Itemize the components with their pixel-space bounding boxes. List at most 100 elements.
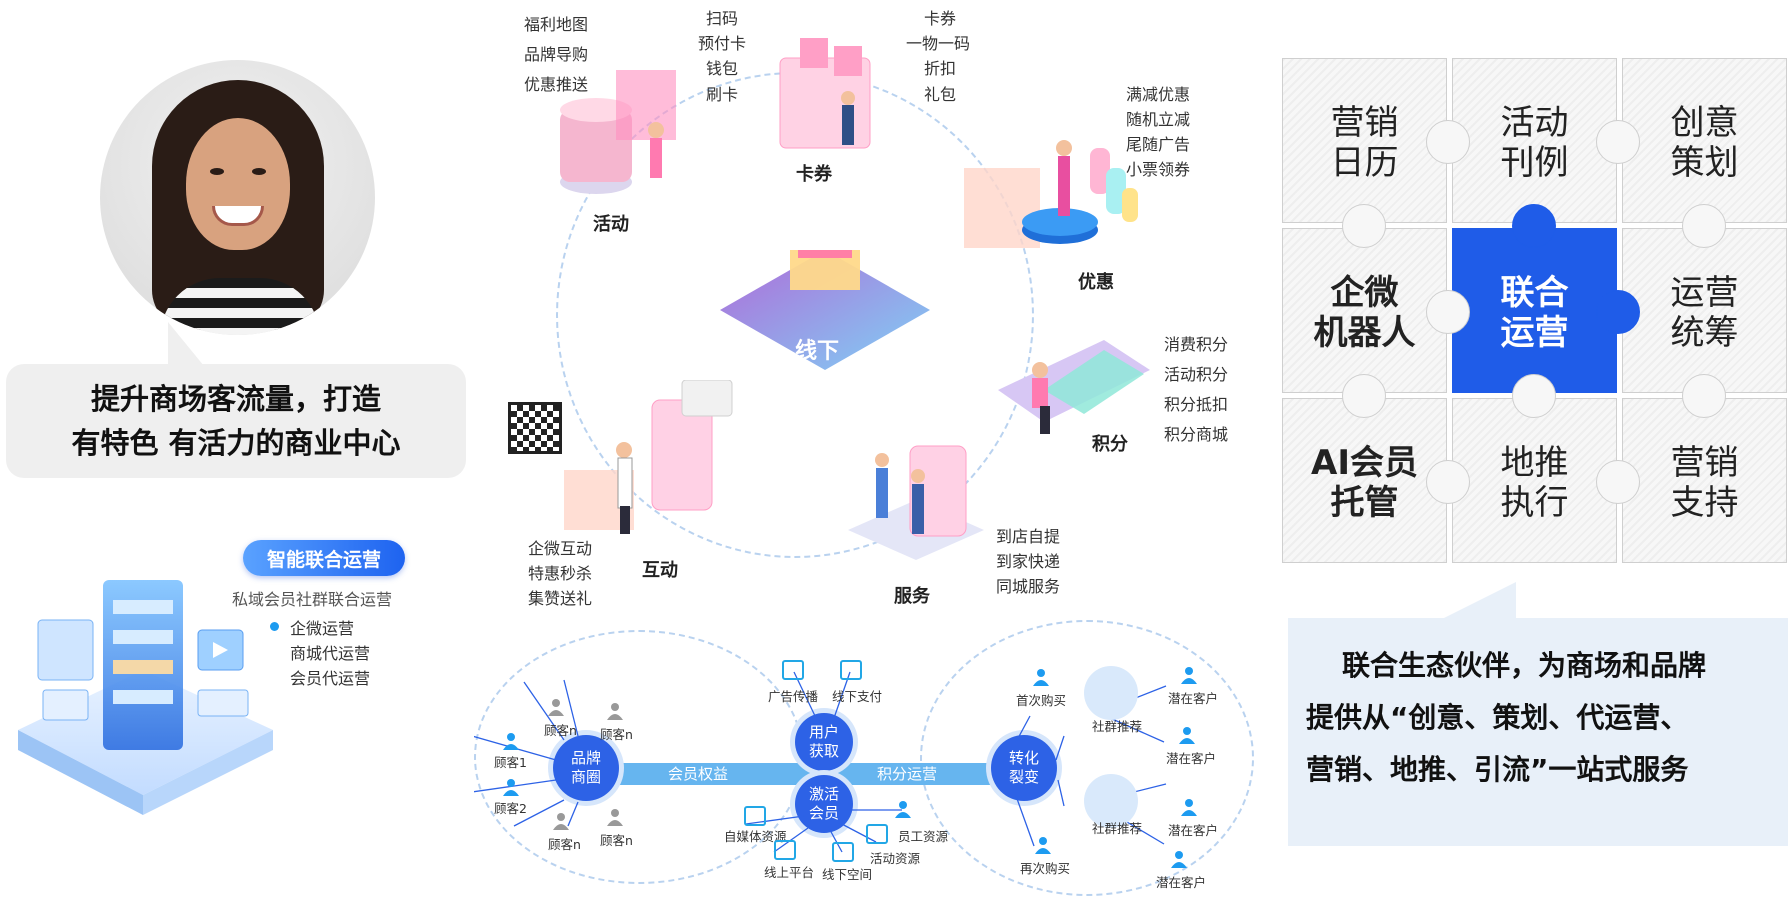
summary-line-1: 联合生态伙伴，为商场和品牌 bbox=[1342, 649, 1707, 682]
smart-ops-item: 商城代运营 bbox=[290, 644, 371, 663]
potential-customer-icon bbox=[1179, 727, 1195, 744]
activity-illustration bbox=[560, 70, 676, 194]
online-platform-icon bbox=[774, 840, 796, 860]
potential-customer-icon bbox=[1181, 667, 1197, 684]
puzzle-piece-ground-promotion: 地推执行 bbox=[1452, 398, 1617, 563]
puzzle-text: AI会员 bbox=[1311, 443, 1418, 483]
service-puzzle: 营销日历 活动刊例 创意策划 企微机器人 联合运营 运营统筹 AI会员托管 地推… bbox=[1282, 58, 1792, 563]
puzzle-piece-marketing-calendar: 营销日历 bbox=[1282, 58, 1447, 223]
points-title: 积分 bbox=[1092, 434, 1128, 455]
puzzle-piece-ops-coordination: 运营统筹 bbox=[1622, 228, 1787, 393]
offline-store-tile bbox=[720, 250, 930, 370]
coupon-left-item: 钱包 bbox=[706, 59, 739, 78]
activate-item: 活动资源 bbox=[870, 851, 921, 866]
points-item: 活动积分 bbox=[1164, 365, 1229, 384]
puzzle-knob bbox=[1512, 374, 1556, 418]
activate-circle-label: 激活会员 bbox=[808, 785, 839, 822]
ring-center-label: 线下 bbox=[795, 339, 840, 364]
bar-label-right: 积分运营 bbox=[877, 765, 938, 783]
points-item: 积分商城 bbox=[1164, 425, 1229, 444]
puzzle-piece-joint-operation: 联合运营 bbox=[1452, 228, 1617, 393]
acquire-item: 线下支付 bbox=[832, 689, 883, 704]
summary-line-3: 营销、地推、引流”一站式服务 bbox=[1306, 753, 1689, 786]
service-item: 同城服务 bbox=[996, 577, 1061, 596]
puzzle-knob bbox=[1596, 460, 1640, 504]
offline-space-icon bbox=[832, 842, 854, 862]
discount-item: 随机立减 bbox=[1126, 110, 1191, 129]
coupon-left-item: 刷卡 bbox=[706, 85, 739, 104]
smart-ops-pill: 智能联合运营 bbox=[243, 540, 405, 576]
interaction-item: 特惠秒杀 bbox=[528, 564, 593, 583]
brand-circle-label: 品牌商圈 bbox=[570, 749, 601, 786]
smart-ops-item: 企微运营 bbox=[290, 619, 355, 638]
convert-item: 首次购买 bbox=[1016, 693, 1067, 708]
discount-item: 尾随广告 bbox=[1126, 135, 1191, 154]
activity-item: 福利地图 bbox=[524, 15, 589, 34]
ad-broadcast-icon bbox=[782, 660, 804, 680]
discount-illustration bbox=[964, 140, 1138, 248]
points-item: 消费积分 bbox=[1164, 335, 1229, 354]
activity-item: 品牌导购 bbox=[524, 45, 589, 64]
staff-icon bbox=[895, 801, 911, 818]
community-group-icon bbox=[1084, 774, 1138, 828]
community-label: 社群推荐 bbox=[1092, 821, 1143, 836]
puzzle-text: 刊例 bbox=[1500, 143, 1569, 183]
customer-icon bbox=[503, 733, 519, 750]
puzzle-knob bbox=[1512, 204, 1556, 248]
interaction-item: 企微互动 bbox=[528, 539, 593, 558]
service-illustration bbox=[848, 445, 984, 560]
interaction-item: 集赞送礼 bbox=[528, 589, 593, 608]
puzzle-knob bbox=[1426, 460, 1470, 504]
puzzle-piece-ai-member: AI会员托管 bbox=[1282, 398, 1447, 563]
puzzle-piece-creative-planning: 创意策划 bbox=[1622, 58, 1787, 223]
customer-icon bbox=[607, 809, 623, 826]
customer-label: 顾客n bbox=[544, 723, 577, 738]
service-title: 服务 bbox=[894, 586, 930, 607]
smart-city-building-illustration bbox=[18, 580, 273, 815]
headline-line-1: 提升商场客流量，打造 bbox=[90, 382, 381, 416]
puzzle-text: 统筹 bbox=[1670, 313, 1739, 353]
puzzle-text: 地推 bbox=[1500, 443, 1569, 483]
customer-icon bbox=[548, 699, 564, 716]
puzzle-text: 执行 bbox=[1500, 483, 1569, 523]
coupon-right-item: 折扣 bbox=[924, 59, 957, 78]
convert-circle-label: 转化裂变 bbox=[1008, 749, 1039, 786]
potential-customer-icon bbox=[1171, 851, 1187, 868]
conversion-ellipse bbox=[920, 620, 1254, 896]
brand-circle: 品牌商圈 bbox=[553, 735, 619, 801]
activate-item: 自媒体资源 bbox=[724, 829, 787, 844]
puzzle-knob bbox=[1682, 204, 1726, 248]
customer-label: 顾客1 bbox=[494, 755, 527, 770]
activate-item: 线下空间 bbox=[822, 867, 873, 882]
service-item: 到家快递 bbox=[996, 552, 1061, 571]
bar-label-left: 会员权益 bbox=[668, 765, 729, 783]
potential-label: 潜在客户 bbox=[1166, 751, 1217, 766]
puzzle-text: 机器人 bbox=[1313, 313, 1416, 353]
points-illustration bbox=[998, 340, 1150, 434]
discount-item: 小票领券 bbox=[1126, 160, 1191, 179]
customer-label: 顾客n bbox=[548, 837, 581, 852]
convert-item: 再次购买 bbox=[1020, 861, 1071, 876]
puzzle-text: 策划 bbox=[1670, 143, 1739, 183]
customer-label: 顾客n bbox=[600, 833, 633, 848]
activate-item: 线上平台 bbox=[764, 865, 815, 880]
interaction-illustration bbox=[564, 380, 733, 534]
flow-bar bbox=[600, 763, 990, 785]
puzzle-piece-activity-rates: 活动刊例 bbox=[1452, 58, 1617, 223]
smart-ops-item: 会员代运营 bbox=[290, 669, 371, 688]
puzzle-text: 营销 bbox=[1330, 103, 1399, 143]
puzzle-knob bbox=[1682, 374, 1726, 418]
coupon-left-item: 扫码 bbox=[706, 9, 739, 28]
puzzle-knob bbox=[1342, 204, 1386, 248]
puzzle-piece-marketing-support: 营销支持 bbox=[1622, 398, 1787, 563]
summary-line-2: 提供从“创意、策划、代运营、 bbox=[1306, 701, 1689, 734]
customer-label: 顾客n bbox=[600, 727, 633, 742]
convert-circle: 转化裂变 bbox=[991, 735, 1057, 801]
activate-circle: 激活会员 bbox=[795, 775, 853, 833]
smart-ops-subtitle: 私域会员社群联合运营 bbox=[232, 590, 393, 609]
customer-icon bbox=[607, 703, 623, 720]
interaction-title: 互动 bbox=[642, 560, 678, 581]
potential-label: 潜在客户 bbox=[1168, 823, 1219, 838]
bullet-dot bbox=[270, 622, 279, 631]
discount-title: 优惠 bbox=[1078, 272, 1114, 293]
